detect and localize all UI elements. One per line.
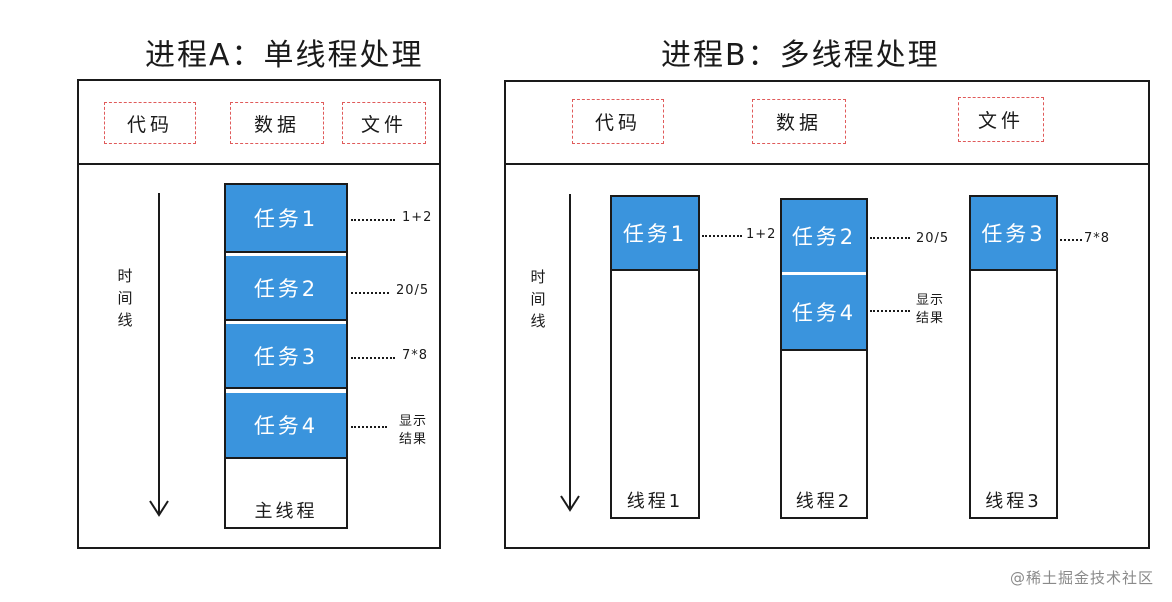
thread-2-task-2: 任务2 (782, 200, 866, 274)
process-a-panel: 代码 数据 文件 时 间 线 任务1 任务2 任务3 任务4 主线程 1+2 2… (77, 79, 441, 549)
thread-1-task-1-connector (702, 235, 742, 237)
timeline-char: 线 (117, 311, 133, 329)
thread-1-task-1: 任务1 (612, 197, 698, 271)
task-1-connector (351, 219, 395, 221)
thread-3-task-3-note: 7*8 (1084, 231, 1111, 246)
process-a-resource-code: 代码 (104, 102, 196, 144)
thread-3-label: 线程3 (985, 491, 1042, 512)
task-2-block: 任务2 (226, 253, 346, 321)
process-b-resource-file: 文件 (958, 97, 1044, 142)
process-b-timeline-label: 时 间 线 (528, 266, 548, 332)
process-a-timeline-arrow (149, 193, 169, 517)
main-thread-label: 主线程 (254, 501, 318, 522)
task-4-connector (351, 426, 387, 428)
thread-3-column: 任务3 线程3 (969, 195, 1058, 519)
process-a-title: 进程A：单线程处理 (145, 38, 424, 73)
process-a-timeline-label: 时 间 线 (115, 265, 135, 331)
task-2-connector (351, 292, 389, 294)
process-b-title: 进程B：多线程处理 (661, 38, 940, 73)
thread-3-task-3: 任务3 (971, 197, 1056, 271)
watermark: @稀土掘金技术社区 (1009, 569, 1154, 587)
thread-1-task-1-note: 1+2 (746, 227, 777, 242)
thread-2-task-4-connector (870, 310, 910, 312)
process-b-timeline-arrow (560, 194, 580, 512)
task-4-block: 任务4 (226, 390, 346, 459)
process-a-resource-data: 数据 (230, 102, 324, 144)
process-a-divider (79, 163, 439, 165)
thread-3-task-3-connector (1060, 239, 1082, 241)
thread-2-task-4: 任务4 (782, 272, 866, 351)
process-b-resource-data: 数据 (752, 99, 846, 144)
process-a-resource-file: 文件 (342, 102, 426, 144)
task-3-connector (351, 357, 395, 359)
thread-2-task-2-connector (870, 237, 910, 239)
main-thread-column: 任务1 任务2 任务3 任务4 主线程 (224, 183, 348, 529)
thread-2-task-2-note: 20/5 (916, 231, 950, 246)
timeline-char: 间 (530, 290, 546, 308)
timeline-char: 间 (117, 289, 133, 307)
process-b-resource-code: 代码 (572, 99, 664, 144)
process-b-divider (506, 163, 1148, 165)
task-3-block: 任务3 (226, 321, 346, 389)
task-2-note: 20/5 (396, 283, 430, 298)
timeline-char: 时 (530, 268, 546, 286)
thread-2-column: 任务2 任务4 线程2 (780, 198, 868, 519)
task-3-note: 7*8 (402, 348, 429, 363)
thread-2-task-4-note: 显示 结果 (916, 293, 945, 326)
timeline-char: 时 (117, 267, 133, 285)
task-1-note: 1+2 (402, 210, 433, 225)
task-1-block: 任务1 (226, 185, 346, 253)
thread-1-label: 线程1 (626, 491, 684, 512)
thread-2-label: 线程2 (795, 491, 853, 512)
process-b-panel: 代码 数据 文件 时 间 线 任务1 线程1 1+2 任务2 任务4 线程2 2… (504, 80, 1150, 549)
thread-1-column: 任务1 线程1 (610, 195, 700, 519)
task-4-note: 显示 结果 (399, 414, 428, 447)
timeline-char: 线 (530, 312, 546, 330)
